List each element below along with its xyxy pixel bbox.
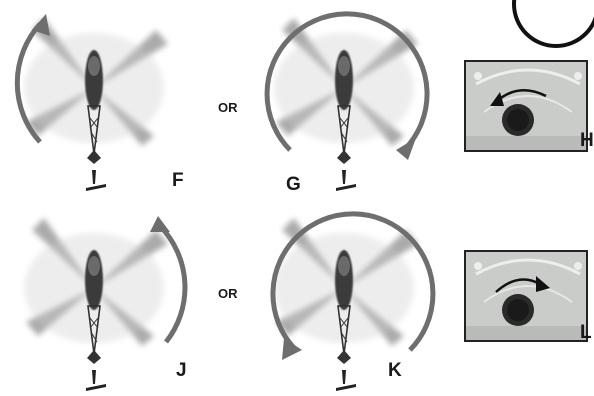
label-f: F [172, 170, 184, 191]
panel-j: J [0, 200, 200, 396]
trim-panel-l [464, 250, 588, 342]
label-h: H [580, 130, 594, 151]
or-label-top: OR [218, 100, 238, 115]
label-l: L [580, 322, 592, 343]
rotation-arrow-k-icon [270, 211, 436, 352]
or-label-bottom: OR [218, 286, 238, 301]
trim-panel-h [464, 60, 588, 152]
rotation-arrow-f-icon [14, 22, 42, 144]
panel-g: G [250, 0, 450, 196]
label-k: K [388, 360, 402, 381]
panel-k: K [250, 200, 450, 396]
helicopter-f-icon [14, 14, 200, 196]
helicopter-k-icon [270, 211, 436, 396]
panel-f: F [0, 0, 200, 196]
label-g: G [286, 174, 301, 195]
trim-knob-h-icon [466, 62, 586, 150]
helicopter-j-icon [0, 216, 188, 396]
label-j: J [176, 360, 187, 381]
rotation-arrow-j-icon [158, 224, 188, 344]
rotation-arrow-g-icon [264, 11, 430, 152]
trim-knob-l-icon [466, 252, 586, 340]
helicopter-g-icon [264, 11, 430, 196]
corner-arc-decoration [512, 0, 594, 48]
